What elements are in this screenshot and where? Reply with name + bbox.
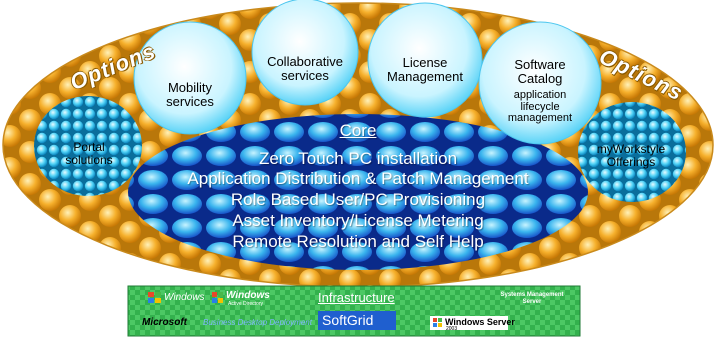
core-ellipse bbox=[128, 114, 588, 270]
infrastructure-label: Infrastructure bbox=[318, 290, 395, 305]
core-line-1: Zero Touch PC installation bbox=[258, 149, 458, 168]
microsoft-logo-text: Microsoft bbox=[142, 317, 187, 328]
core-line-5: Remote Resolution and Self Help bbox=[232, 232, 484, 251]
core-title: Core bbox=[339, 121, 377, 140]
softgrid-logo-text: SoftGrid bbox=[322, 312, 374, 328]
windows-server-logo-text: Windows Server bbox=[445, 317, 515, 327]
license-management-label: License Management bbox=[387, 55, 463, 84]
windows-logo-text: Windows bbox=[164, 292, 205, 303]
windows-ad-sub-text: Active Directory bbox=[228, 301, 264, 307]
windows-server-year-text: 2003 bbox=[446, 326, 458, 332]
windows-server-flag-icon bbox=[433, 318, 442, 327]
license-circle bbox=[367, 2, 483, 118]
windows-server-box bbox=[430, 316, 508, 330]
catalog-subtitle-label: application lifecycle management bbox=[507, 89, 573, 125]
myworkstyle-bubble bbox=[578, 102, 686, 202]
core-line-4: Asset Inventory/License Metering bbox=[232, 211, 484, 230]
myworkstyle-offerings-label: myWorkstyle Offerings bbox=[596, 142, 666, 169]
mobility-services-label: Mobility services bbox=[166, 80, 214, 109]
collaborative-circle bbox=[251, 0, 359, 106]
softgrid-box bbox=[318, 311, 396, 330]
mobility-circle bbox=[133, 21, 247, 135]
software-catalog-label: Software Catalog bbox=[514, 57, 566, 86]
windows-ad-flag-icon bbox=[212, 292, 223, 303]
windows-flag-icon bbox=[148, 292, 161, 303]
systems-management-logo-text: Systems Management Server bbox=[500, 292, 564, 305]
windows-ad-logo-text: Windows bbox=[226, 290, 270, 301]
catalog-circle bbox=[478, 21, 602, 145]
collaborative-services-label: Collaborative services bbox=[267, 54, 343, 83]
portal-solutions-label: Portal solutions bbox=[65, 140, 113, 167]
bdd-logo-text: Business Desktop Deployment bbox=[203, 318, 312, 327]
portal-solutions-bubble bbox=[34, 96, 142, 196]
core-line-2: Application Distribution & Patch Managem… bbox=[187, 169, 529, 188]
core-line-3: Role Based User/PC Provisioning bbox=[230, 190, 486, 209]
